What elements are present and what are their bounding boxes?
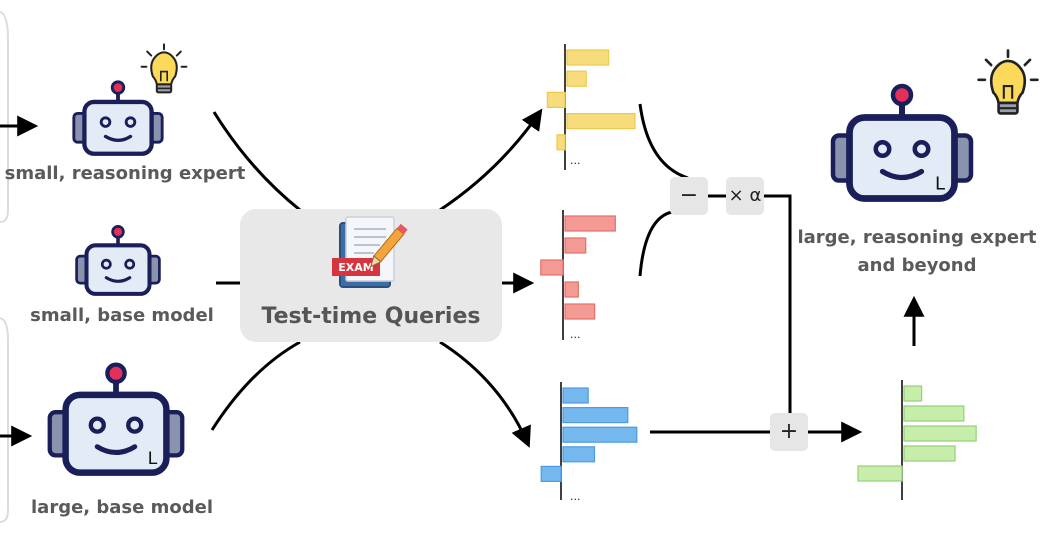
- label-small-base-model: small, base model: [30, 305, 214, 326]
- test-time-queries-title: Test-time Queries: [261, 304, 481, 329]
- exam-badge-text: EXAM: [338, 261, 373, 274]
- chart-1-bar: [564, 303, 596, 320]
- chart-red-distribution: [540, 210, 616, 340]
- label-small-reasoning-expert: small, reasoning expert: [4, 163, 246, 184]
- chart-0-bar: [566, 70, 587, 87]
- flow-curve-large-base: [210, 340, 301, 431]
- robot-large-expert-icon: L: [830, 83, 974, 202]
- chart-1-bar: [564, 215, 616, 232]
- label-large-base-model: large, base model: [31, 497, 213, 518]
- chart-3-bar: [857, 465, 903, 482]
- chart-3-bar: [903, 385, 923, 402]
- chart-2-bar: [562, 407, 629, 424]
- chart-yellow-distribution: [546, 44, 636, 170]
- chart-blue-distribution: [540, 382, 638, 500]
- chart-3-bar: [903, 425, 977, 442]
- label-large-reasoning-expert: large, reasoning expert: [797, 227, 1037, 248]
- bracket-from-red: [638, 210, 673, 277]
- chart-green-distribution: [857, 380, 977, 500]
- chart-2-bar: [562, 446, 596, 463]
- lightbulb-icon-large: [977, 49, 1039, 115]
- lightbulb-icon-small: [140, 43, 188, 94]
- ellipsis-blue: ...: [570, 490, 581, 503]
- chart-2-bar: [562, 387, 589, 404]
- left-panel-border-bottom: [0, 317, 9, 523]
- ellipsis-yellow: ...: [570, 154, 581, 167]
- bracket-from-yellow: [638, 103, 689, 180]
- robot-small-base-icon: [75, 225, 161, 296]
- line-scale-to-plus: [764, 194, 792, 414]
- chart-2-bar: [540, 465, 562, 482]
- scale-alpha-operator: × α: [726, 177, 764, 215]
- robot-small-expert-icon: [72, 80, 164, 156]
- robot-large-expert-size-mark: L: [935, 174, 945, 195]
- plus-operator: +: [770, 413, 808, 451]
- test-time-queries-box: EXAM Test-time Queries: [240, 209, 502, 342]
- chart-1-bar: [564, 281, 579, 298]
- minus-operator: −: [670, 177, 708, 215]
- robot-large-base-icon: L: [47, 362, 185, 476]
- label-and-beyond: and beyond: [857, 255, 977, 276]
- chart-2-bar: [562, 426, 638, 443]
- left-panel-border-top: [0, 11, 9, 223]
- exam-icon: EXAM: [332, 216, 408, 288]
- robot-large-base-size-mark: L: [148, 449, 158, 469]
- chart-3-bar: [903, 445, 956, 462]
- ellipsis-red: ...: [570, 328, 581, 341]
- flow-curve-small-expert: [212, 111, 301, 212]
- chart-1-bar: [540, 259, 564, 276]
- arrow-to-yellow: [439, 108, 543, 212]
- chart-1-bar: [564, 237, 587, 254]
- chart-0-bar: [556, 134, 566, 151]
- chart-0-bar: [566, 49, 610, 66]
- chart-3-bar: [903, 405, 965, 422]
- chart-0-bar: [566, 112, 636, 130]
- arrow-to-blue: [439, 340, 531, 448]
- chart-0-bar: [546, 91, 566, 109]
